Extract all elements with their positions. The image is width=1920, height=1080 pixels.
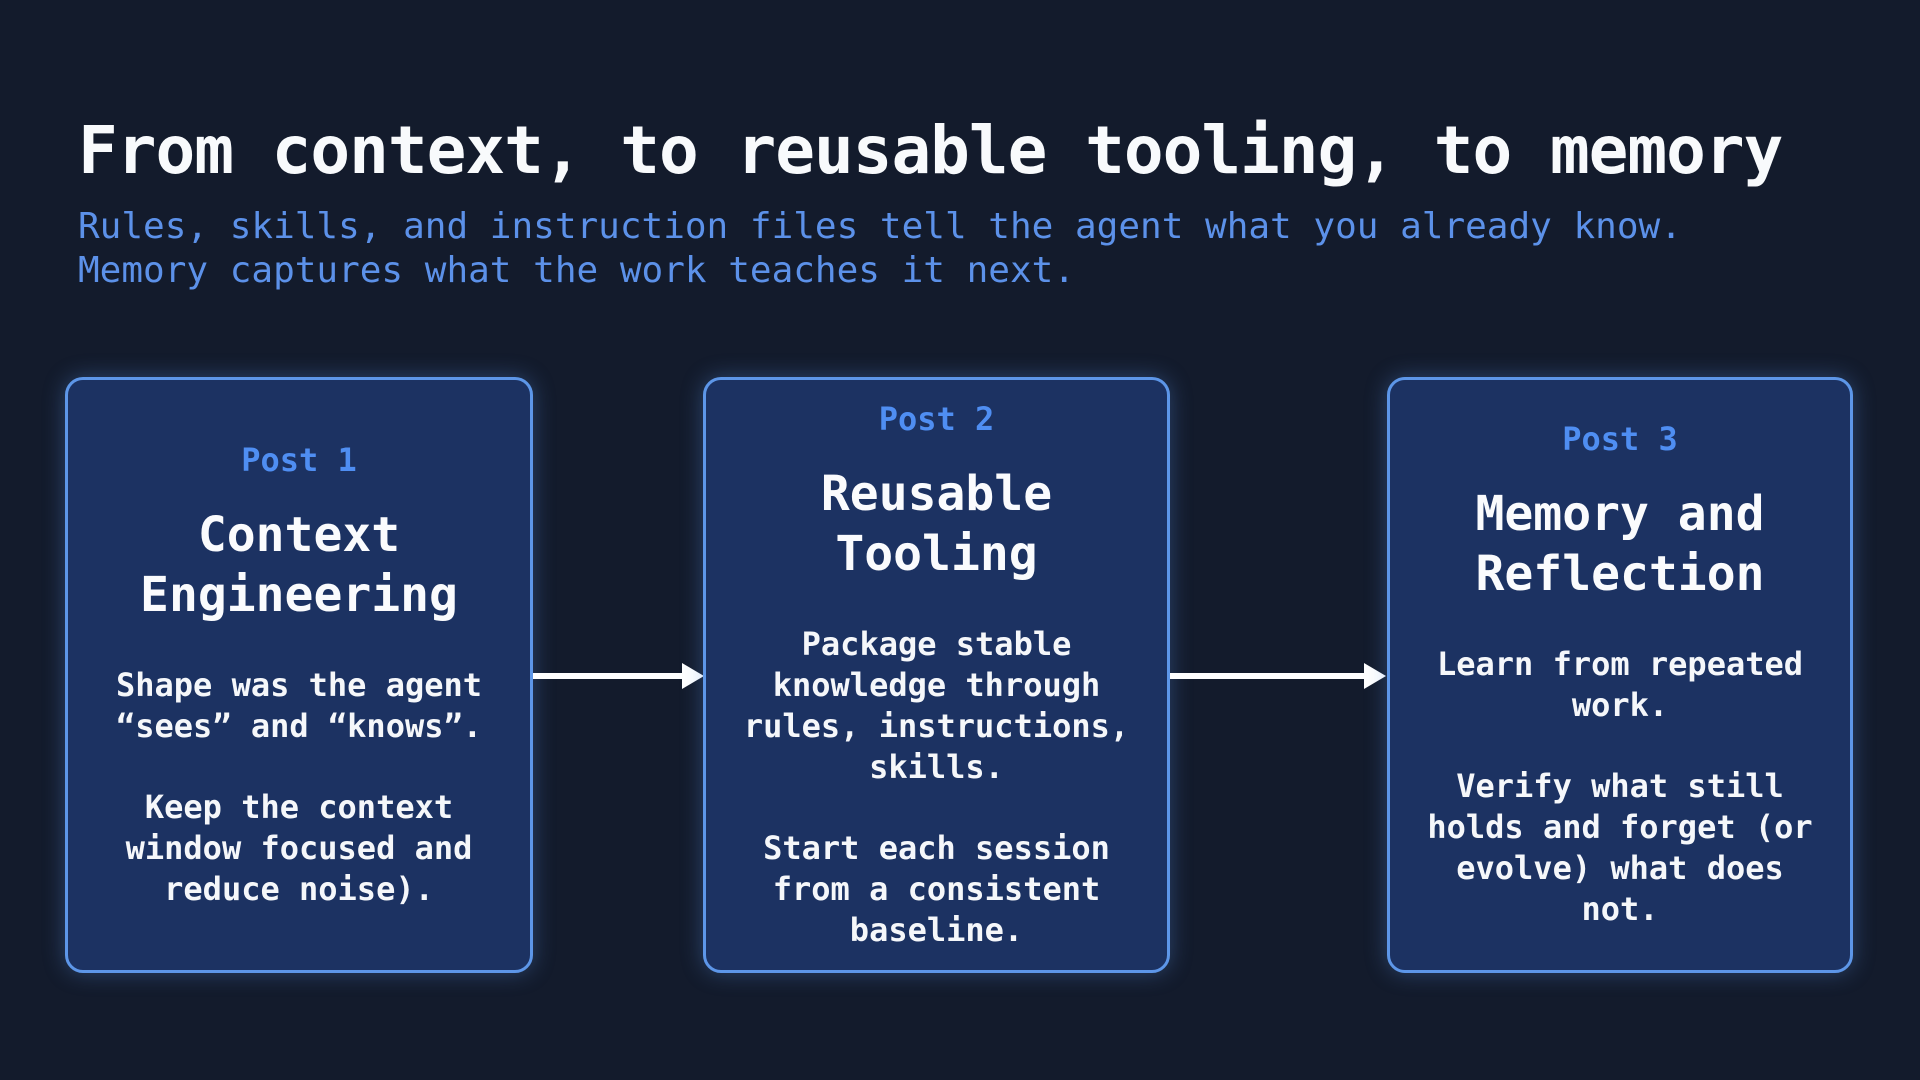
- post-1-title: Context Engineering: [140, 506, 458, 623]
- post-1-card: Post 1 Context Engineering Shape was the…: [65, 377, 533, 973]
- post-2-paragraph-2: Start each session from a consistent bas…: [763, 828, 1110, 949]
- page-title: From context, to reusable tooling, to me…: [78, 112, 1783, 189]
- arrow-line-icon: [533, 673, 684, 679]
- post-3-label: Post 3: [1562, 420, 1678, 458]
- post-3-card: Post 3 Memory and Reflection Learn from …: [1387, 377, 1853, 973]
- post-2-card: Post 2 Reusable Tooling Package stable k…: [703, 377, 1170, 973]
- post-2-title: Reusable Tooling: [820, 465, 1053, 582]
- post-3-paragraph-2: Verify what still holds and forget (or e…: [1427, 767, 1813, 928]
- post-1-paragraph-2: Keep the context window focused and redu…: [125, 787, 473, 908]
- post-2-label: Post 2: [878, 399, 995, 438]
- post-1-label: Post 1: [241, 440, 357, 479]
- arrow-head-icon: [1364, 663, 1386, 689]
- post-1-paragraph-1: Shape was the agent “sees” and “knows”.: [115, 665, 483, 745]
- post-3-title: Memory and Reflection: [1475, 486, 1765, 602]
- arrow-head-icon: [682, 663, 704, 689]
- page-subtitle: Rules, skills, and instruction files tel…: [78, 206, 1682, 291]
- post-2-paragraph-1: Package stable knowledge through rules, …: [743, 624, 1130, 786]
- post-3-paragraph-1: Learn from repeated work.: [1436, 645, 1804, 724]
- arrow-line-icon: [1170, 673, 1366, 679]
